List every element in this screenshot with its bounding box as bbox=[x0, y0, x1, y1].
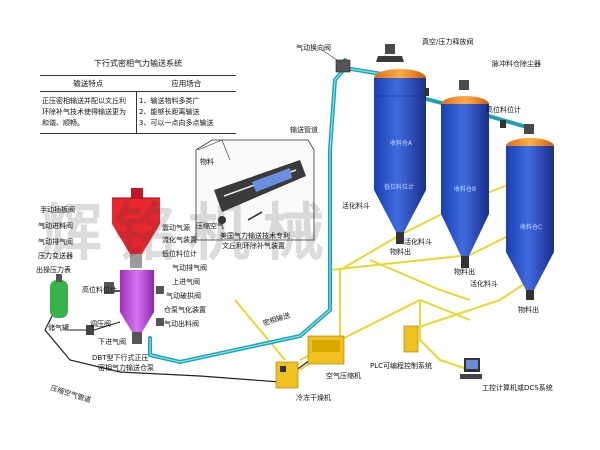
label-pressure-gas: 压缩空气 bbox=[196, 222, 224, 230]
label-pneumatic-diverter: 气动换向阀 bbox=[296, 44, 331, 52]
header-features: 输送特点 bbox=[40, 75, 137, 92]
feature-line: 正压密相输送并配以文丘利 bbox=[42, 97, 126, 105]
label-pneu-out: 气动出料阀 bbox=[164, 320, 199, 328]
air-tank bbox=[50, 274, 68, 318]
dense-phase-pump bbox=[104, 270, 164, 344]
plc-cabinet bbox=[403, 325, 419, 353]
label-pneu-stop: 气动排气阀 bbox=[172, 264, 207, 272]
air-compressor bbox=[307, 335, 345, 365]
label-vibrate-gas: 震动气源 bbox=[162, 224, 190, 232]
label-plc: PLC可编程控制系统 bbox=[370, 362, 433, 370]
label-bin-gas: 仓泵气化装置 bbox=[164, 306, 206, 314]
label-air-compressor: 空气压缩机 bbox=[326, 372, 361, 380]
label-pulse-dust: 脉冲料仓除尘器 bbox=[492, 60, 541, 68]
label-ventilation: 流化气装置 bbox=[162, 236, 197, 244]
label-pressure-gauge: 压力变送器 bbox=[38, 252, 73, 260]
label-silo-a: 收料仓A bbox=[390, 140, 413, 147]
label-low-level-pump: 低位料位计 bbox=[162, 250, 197, 258]
label-material-in: 物料 bbox=[200, 158, 214, 166]
label-pneu-out-valve: 气动排气阀 bbox=[38, 238, 73, 246]
silo-b bbox=[441, 80, 489, 268]
label-dcs: 工控计算机或DCS系统 bbox=[482, 384, 553, 392]
watermark: 辉铭机械 bbox=[40, 196, 337, 269]
table-title: 下行式密相气力输送系统 bbox=[94, 59, 182, 68]
label-pneu-break: 气动破拱阀 bbox=[166, 292, 201, 300]
application-line: 2、能够长距离输送 bbox=[139, 108, 200, 116]
label-vacuum-valve: 真空/压力释放阀 bbox=[422, 38, 474, 46]
silo-a bbox=[374, 44, 426, 244]
label-high-level-pump: 高位料位计 bbox=[82, 286, 117, 294]
label-pump-line1: DBT型下行式正压 bbox=[92, 354, 149, 362]
label-material-out-3: 物料出 bbox=[518, 306, 539, 314]
regulator-valve bbox=[86, 325, 94, 335]
features-cell: 正压密相输送并配以文丘利 环除补气技术使得输送更为 和谐、顺畅。 bbox=[40, 91, 137, 134]
label-silo-c: 收料仓C bbox=[520, 224, 543, 231]
features-table: 输送特点 应用场合 正压密相输送并配以文丘利 环除补气技术使得输送更为 和谐、顺… bbox=[40, 75, 236, 134]
feature-line: 和谐、顺畅。 bbox=[42, 119, 84, 127]
label-pressure-meter: 出操压力表 bbox=[36, 266, 71, 274]
info-table: 下行式密相气力输送系统 输送特点 应用场合 正压密相输送并配以文丘利 环除补气技… bbox=[40, 58, 236, 134]
header-applications: 应用场合 bbox=[136, 75, 236, 92]
application-line: 1、输送物料多类广 bbox=[139, 97, 200, 105]
label-dryer: 冷冻干燥机 bbox=[296, 394, 331, 402]
applications-cell: 1、输送物料多类广 2、能够长距离输送 3、可以一点向多点输送 bbox=[137, 92, 237, 134]
label-fluid-hopper-3: 活化料斗 bbox=[470, 280, 498, 288]
label-down-gas: 下进气阀 bbox=[98, 338, 126, 346]
label-venturi-line1: 美国气力输送技术专利 bbox=[220, 232, 290, 240]
label-material-out-2: 物料出 bbox=[454, 268, 475, 276]
label-low-level-silo: 低位料位计 bbox=[384, 184, 415, 191]
dcs-computer bbox=[460, 358, 482, 379]
application-line: 3、可以一点向多点输送 bbox=[139, 119, 214, 127]
label-silo-b: 收料仓B bbox=[454, 186, 477, 193]
label-material-out-1: 物料出 bbox=[390, 248, 411, 256]
label-upper-gas: 上进气阀 bbox=[172, 278, 200, 286]
label-transport-pipe: 输送管道 bbox=[290, 126, 318, 134]
silo-c bbox=[506, 124, 554, 300]
label-pump-line2: 密相气力输送仓泵 bbox=[98, 364, 154, 372]
label-high-level-silo: 高位料位计 bbox=[486, 106, 521, 114]
label-fluid-hopper-1: 活化料斗 bbox=[342, 202, 370, 210]
label-manual-valve: 手动插板阀 bbox=[40, 206, 75, 214]
venturi-inset bbox=[195, 139, 315, 241]
label-gas-tank: 储气罐 bbox=[48, 324, 69, 332]
label-pneu-in-valve: 气动进料阀 bbox=[38, 222, 73, 230]
diverter-valve bbox=[335, 59, 351, 73]
feed-hopper bbox=[112, 188, 160, 268]
feature-line: 环除补气技术使得输送更为 bbox=[42, 108, 126, 116]
label-regulator: 调压阀 bbox=[90, 320, 111, 328]
air-line bbox=[44, 299, 281, 383]
freeze-dryer bbox=[275, 361, 299, 389]
label-venturi-line2: 文丘利环除补气装置 bbox=[222, 242, 285, 250]
level-sensor bbox=[500, 120, 506, 128]
label-fluid-hopper-2: 活化料斗 bbox=[404, 238, 432, 246]
